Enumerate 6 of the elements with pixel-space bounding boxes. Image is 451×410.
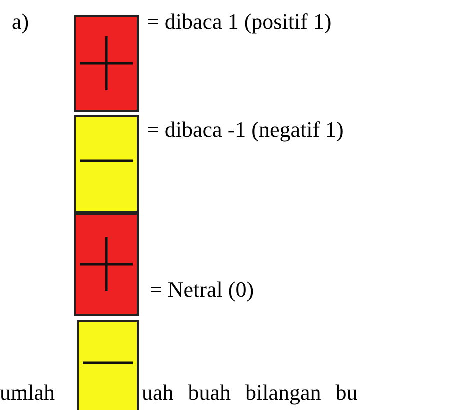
text-label: = dibaca 1 (positif 1) xyxy=(147,9,332,35)
text-label: umlah xyxy=(0,380,55,406)
text-label: = Netral (0) xyxy=(150,277,254,303)
text-label: = dibaca -1 (negatif 1) xyxy=(147,117,344,143)
text-label: uah buah bilangan bu xyxy=(142,380,358,406)
text-label: a) xyxy=(12,9,30,35)
